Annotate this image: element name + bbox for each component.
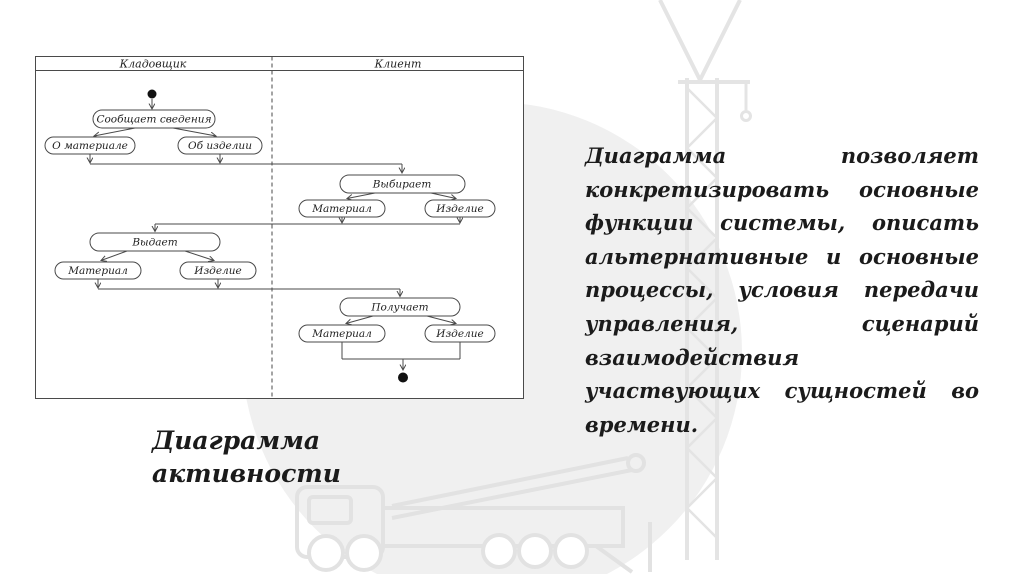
node-report: Сообщает сведения bbox=[92, 109, 216, 129]
node-about-material-label: О материале bbox=[52, 140, 128, 152]
node-receives-label: Получает bbox=[370, 302, 428, 314]
node-product-issue: Изделие bbox=[179, 261, 257, 280]
node-chooses: Выбирает bbox=[339, 174, 466, 194]
body-text: Диаграмма позволяет конкретизировать осн… bbox=[585, 143, 979, 437]
node-product-choose-label: Изделие bbox=[435, 203, 483, 215]
node-product-choose: Изделие bbox=[424, 199, 496, 218]
node-about-product-label: Об изделии bbox=[188, 140, 252, 152]
node-product-issue-label: Изделие bbox=[193, 265, 241, 277]
watermark-crane-icon bbox=[658, 0, 752, 560]
node-material-choose: Материал bbox=[298, 199, 386, 218]
node-material-receive-label: Материал bbox=[311, 328, 372, 340]
node-material-issue: Материал bbox=[54, 261, 142, 280]
node-chooses-label: Выбирает bbox=[372, 179, 432, 191]
node-report-label: Сообщает сведения bbox=[96, 114, 211, 126]
diagram-caption: Диаграмма активности bbox=[152, 426, 341, 488]
final-node bbox=[398, 372, 408, 383]
node-receives: Получает bbox=[339, 297, 461, 317]
node-issues: Выдает bbox=[89, 232, 221, 252]
activity-diagram-svg: Кладовщик Клиент bbox=[35, 56, 524, 399]
node-product-receive: Изделие bbox=[424, 324, 496, 343]
node-material-choose-label: Материал bbox=[311, 203, 372, 215]
lane-label-warehouseman: Кладовщик bbox=[119, 58, 187, 71]
node-about-material: О материале bbox=[44, 136, 136, 155]
watermark-truck-icon bbox=[295, 453, 652, 574]
initial-node bbox=[147, 89, 157, 99]
diagram-frame bbox=[35, 56, 524, 399]
node-product-receive-label: Изделие bbox=[435, 328, 483, 340]
node-material-issue-label: Материал bbox=[67, 265, 128, 277]
diagram-edges bbox=[90, 99, 460, 370]
node-material-receive: Материал bbox=[298, 324, 386, 343]
node-about-product: Об изделии bbox=[177, 136, 263, 155]
lane-label-client: Клиент bbox=[374, 58, 422, 71]
node-issues-label: Выдает bbox=[131, 237, 177, 249]
activity-diagram: Кладовщик Клиент bbox=[35, 56, 525, 400]
